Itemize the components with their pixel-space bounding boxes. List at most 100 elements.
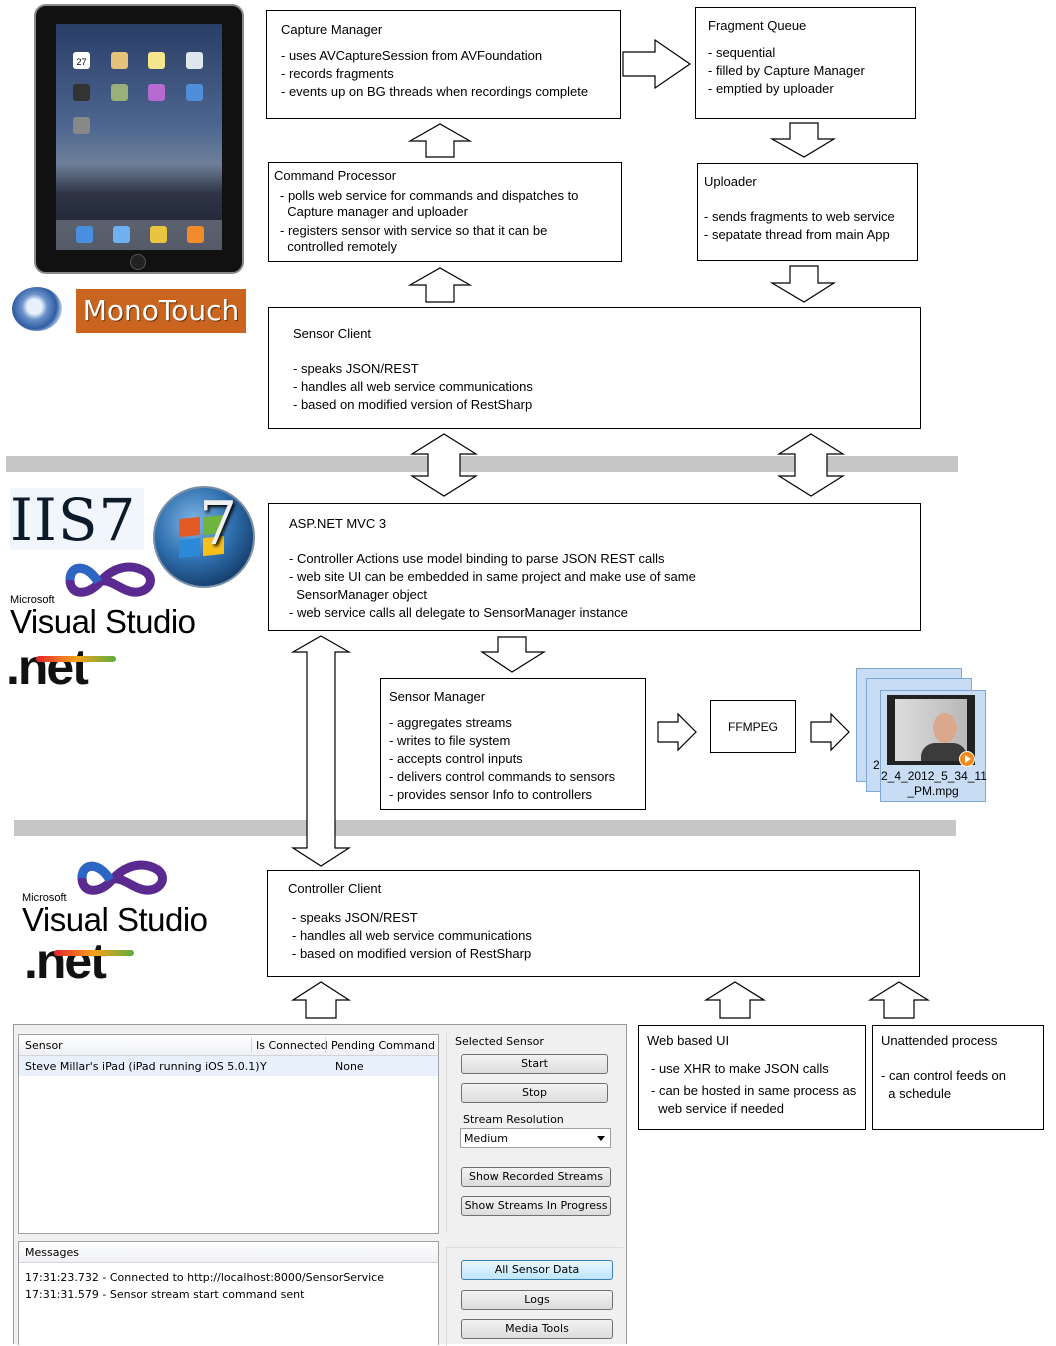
start-button[interactable]: Start xyxy=(461,1054,608,1074)
microsoft-label: Microsoft xyxy=(22,892,67,904)
unattended-process-box: Unattended process - can control feeds o… xyxy=(872,1025,1044,1130)
list-item: - accepts control inputs xyxy=(389,751,523,766)
arrow-down xyxy=(769,122,837,158)
app-icon xyxy=(186,84,203,101)
app-icon xyxy=(73,117,90,134)
all-sensor-data-button[interactable]: All Sensor Data xyxy=(461,1260,613,1280)
list-item: - registers sensor with service so that … xyxy=(280,223,548,238)
column-header-divider xyxy=(325,1037,326,1053)
dotnet-logo-bottom: .net xyxy=(24,936,144,988)
visual-studio-label: Visual Studio xyxy=(22,901,208,938)
sensor-client-box: Sensor Client - speaks JSON/REST - handl… xyxy=(268,307,921,429)
arrow-right xyxy=(622,38,692,90)
list-item: - speaks JSON/REST xyxy=(292,910,418,925)
list-item: - records fragments xyxy=(281,66,394,81)
sensor-manager-title: Sensor Manager xyxy=(389,689,486,704)
dock-icon xyxy=(150,226,167,243)
app-icon xyxy=(111,52,128,69)
sensor-client-title: Sensor Client xyxy=(293,326,372,341)
iis7-text: IIS7 xyxy=(10,486,137,554)
list-item: - sepatate thread from main App xyxy=(704,227,890,242)
monotouch-text: MonoTouch xyxy=(82,294,240,327)
command-processor-box: Command Processor - polls web service fo… xyxy=(268,162,622,262)
cell-is-connected: Y xyxy=(260,1060,267,1073)
arrow-up xyxy=(867,981,931,1019)
arrow-down xyxy=(480,636,547,673)
messages-header-label: Messages xyxy=(25,1246,79,1259)
arrow-right xyxy=(810,712,850,752)
sensor-table[interactable]: Sensor Is Connected Pending Command Stev… xyxy=(18,1034,439,1234)
dock-icon xyxy=(76,226,93,243)
selected-sensor-group: Selected Sensor Start Stop Stream Resolu… xyxy=(446,1033,623,1233)
capture-manager-title: Capture Manager xyxy=(281,22,383,37)
list-item: - writes to file system xyxy=(389,733,511,748)
controller-client-title: Controller Client xyxy=(288,881,382,896)
chevron-down-icon xyxy=(597,1136,605,1141)
stream-resolution-label: Stream Resolution xyxy=(463,1113,564,1126)
arrow-bidirectional xyxy=(776,433,846,497)
resolution-value: Medium xyxy=(464,1132,508,1145)
arrow-up xyxy=(407,267,473,303)
list-item: - uses AVCaptureSession from AVFoundatio… xyxy=(281,48,543,63)
app-icon xyxy=(111,84,128,101)
show-streams-in-progress-button[interactable]: Show Streams In Progress xyxy=(461,1196,611,1216)
arrow-up xyxy=(407,123,473,158)
fragment-queue-title: Fragment Queue xyxy=(708,18,807,33)
stop-button[interactable]: Stop xyxy=(461,1083,608,1103)
table-header: Sensor Is Connected Pending Command xyxy=(19,1035,438,1056)
cell-sensor-name: Steve Millar's iPad (iPad running iOS 5.… xyxy=(25,1060,260,1073)
video-file-front: 2_4_2012_5_34_11 _PM.mpg xyxy=(880,690,987,802)
film-strip xyxy=(887,695,975,765)
ipad-image: 27 xyxy=(34,4,244,280)
dotnet-text: .net xyxy=(6,639,89,695)
arrow-up xyxy=(703,981,767,1019)
app-icon xyxy=(186,52,203,69)
flag-quadrant xyxy=(179,516,200,538)
column-header-is-connected[interactable]: Is Connected xyxy=(256,1039,328,1052)
arrow-right xyxy=(657,712,697,752)
list-item: - can control feeds on xyxy=(881,1068,1007,1083)
uploader-box: Uploader - sends fragments to web servic… xyxy=(697,163,918,261)
list-item: - based on modified version of RestSharp xyxy=(293,397,533,412)
messages-panel: Messages 17:31:23.732 - Connected to htt… xyxy=(18,1241,439,1345)
video-thumbnail xyxy=(895,699,967,761)
resolution-select[interactable]: Medium xyxy=(460,1128,611,1148)
visual-studio-label: Visual Studio xyxy=(10,603,196,640)
sensor-manager-box: Sensor Manager - aggregates streams - wr… xyxy=(380,678,646,810)
list-item: - handles all web service communications xyxy=(293,379,533,394)
table-row[interactable]: Steve Millar's iPad (iPad running iOS 5.… xyxy=(19,1056,438,1076)
column-header-pending-command[interactable]: Pending Command xyxy=(331,1039,436,1052)
navigation-group: All Sensor Data Logs Media Tools xyxy=(446,1247,623,1346)
video-file-icon[interactable]: 2 2_4_2012_5_34_11 _PM.mpg xyxy=(852,668,988,804)
column-header-sensor[interactable]: Sensor xyxy=(25,1039,63,1052)
aspnet-mvc-title: ASP.NET MVC 3 xyxy=(289,516,387,531)
list-item: - use XHR to make JSON calls xyxy=(651,1061,829,1076)
unattended-process-title: Unattended process xyxy=(881,1033,998,1048)
logs-button[interactable]: Logs xyxy=(461,1290,613,1310)
monotouch-logo: MonoTouch xyxy=(76,289,246,333)
dotnet-swoosh xyxy=(54,950,134,956)
list-item: controlled remotely xyxy=(280,239,398,254)
list-item: - polls web service for commands and dis… xyxy=(280,188,579,203)
show-recorded-streams-button[interactable]: Show Recorded Streams xyxy=(461,1167,611,1187)
web-ui-title: Web based UI xyxy=(647,1033,730,1048)
media-tools-button[interactable]: Media Tools xyxy=(461,1319,613,1339)
list-item: - sends fragments to web service xyxy=(704,209,895,224)
capture-manager-box: Capture Manager - uses AVCaptureSession … xyxy=(266,10,621,119)
list-item: - web service calls all delegate to Sens… xyxy=(289,605,628,620)
vs-infinity-icon xyxy=(65,562,155,597)
list-item: - events up on BG threads when recording… xyxy=(281,84,589,99)
arrow-bidirectional xyxy=(409,433,479,497)
list-item: - provides sensor Info to controllers xyxy=(389,787,593,802)
tier-separator-bottom xyxy=(14,820,956,836)
list-item: Capture manager and uploader xyxy=(280,204,468,219)
app-icon-calendar: 27 xyxy=(73,52,90,69)
list-item: - sequential xyxy=(708,45,776,60)
dock-icon xyxy=(187,226,204,243)
mono-logo-icon xyxy=(12,287,62,331)
list-item: - Controller Actions use model binding t… xyxy=(289,551,665,566)
list-item: - delivers control commands to sensors xyxy=(389,769,616,784)
list-item: - filled by Capture Manager xyxy=(708,63,865,78)
shoulder-shape xyxy=(921,743,967,761)
video-file-name-line2: _PM.mpg xyxy=(907,784,959,798)
